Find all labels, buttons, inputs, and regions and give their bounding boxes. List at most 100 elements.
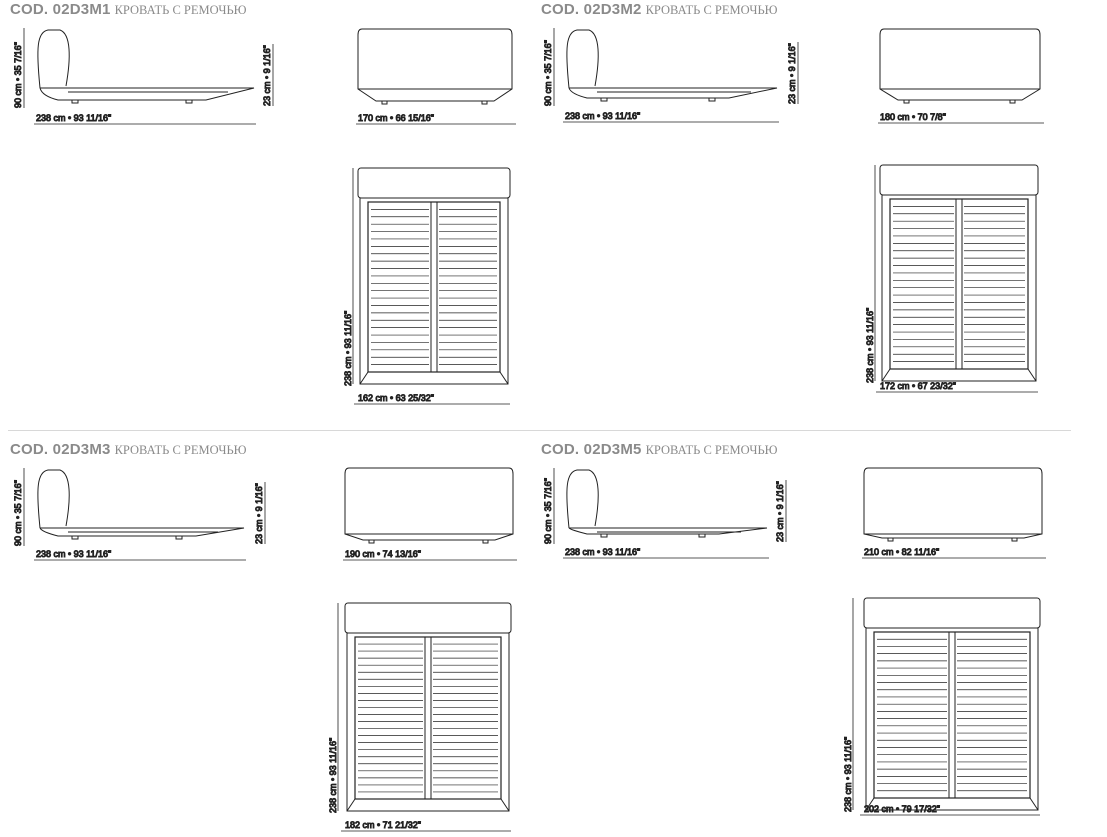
frame-top-outline — [359, 197, 509, 385]
bed-model-drawing: 238 cm • 93 11/16" 90 cm • 35 7/16" 23 cm … — [13, 28, 516, 405]
bed-leg — [175, 535, 183, 540]
slat-frame — [889, 198, 1029, 370]
frame-bevel-line — [881, 368, 891, 382]
bed-leg — [887, 537, 894, 542]
model-code: COD. 02D3M1 — [10, 1, 111, 18]
front-width-label: 190 cm • 74 13/16" — [345, 549, 421, 559]
front-view: 190 cm • 74 13/16" — [343, 467, 517, 561]
frame-height-label: 23 cm • 9 1/16" — [262, 45, 272, 106]
frame-bevel-line — [1027, 368, 1037, 382]
bed-model-drawing: 238 cm • 93 11/16" 90 cm • 35 7/16" 23 cm … — [543, 28, 1044, 393]
headboard-outline — [566, 29, 599, 89]
front-width-label: 170 cm • 66 15/16" — [358, 113, 434, 123]
frame-height-label: 23 cm • 9 1/16" — [254, 483, 264, 544]
side-length-label: 238 cm • 93 11/16" — [36, 113, 111, 123]
headboard-top-outline — [344, 602, 512, 634]
front-view: 180 cm • 70 7/8" — [878, 28, 1044, 124]
headboard-outline — [566, 469, 599, 529]
top-view: 162 cm • 63 25/32" 238 cm • 93 11/16" — [343, 167, 511, 405]
model-description: КРОВАТЬ С РЕМОЧЬЮ — [645, 3, 778, 17]
top-length-label: 238 cm • 93 11/16" — [328, 738, 338, 813]
frame-bevel-line — [1029, 797, 1039, 811]
front-width-label: 210 cm • 82 11/16" — [864, 547, 939, 557]
headboard-top-outline — [863, 597, 1041, 629]
bed-leg — [481, 100, 488, 105]
bed-leg — [903, 99, 910, 104]
side-view: 238 cm • 93 11/16" 90 cm • 35 7/16" 23 cm … — [543, 28, 799, 123]
side-view: 238 cm • 93 11/16" 90 cm • 35 7/16" 23 cm … — [13, 28, 274, 125]
top-width-label: 172 cm • 67 23/32" — [880, 381, 956, 391]
bed-leg — [600, 533, 608, 538]
top-length-label: 238 cm • 93 11/16" — [843, 737, 853, 812]
side-length-label: 238 cm • 93 11/16" — [565, 547, 640, 557]
bed-leg — [482, 539, 489, 544]
frame-bevel-line — [359, 371, 369, 385]
side-height-label: 90 cm • 35 7/16" — [543, 478, 553, 544]
bed-leg — [368, 539, 375, 544]
model-code: COD. 02D3M5 — [541, 441, 642, 458]
top-width-label: 182 cm • 71 21/32" — [345, 820, 421, 830]
model-description: КРОВАТЬ С РЕМОЧЬЮ — [645, 443, 778, 457]
bed-leg — [600, 97, 608, 102]
top-width-label: 202 cm • 79 17/32" — [864, 804, 940, 814]
frame-height-label: 23 cm • 9 1/16" — [775, 481, 785, 542]
frame-bevel-line — [499, 371, 509, 385]
side-height-label: 90 cm • 35 7/16" — [543, 40, 553, 106]
frame-height-label: 23 cm • 9 1/16" — [787, 43, 797, 104]
headboard-front-outline — [863, 467, 1043, 539]
top-view: 202 cm • 79 17/32" 238 cm • 93 11/16" — [843, 597, 1041, 816]
side-length-label: 238 cm • 93 11/16" — [36, 549, 111, 559]
headboard-top-outline — [357, 167, 511, 199]
headboard-outline — [37, 29, 70, 89]
bed-leg — [381, 100, 388, 105]
side-view: 238 cm • 93 11/16" 90 cm • 35 7/16" 23 cm … — [543, 468, 787, 559]
side-height-label: 90 cm • 35 7/16" — [13, 42, 23, 108]
bed-leg — [71, 535, 79, 540]
frame-top-outline — [346, 632, 510, 812]
bed-leg — [185, 99, 193, 104]
frame-bevel-line — [500, 798, 510, 812]
model-code: COD. 02D3M3 — [10, 441, 111, 458]
headboard-top-outline — [879, 164, 1039, 196]
headboard-front-outline — [357, 28, 513, 102]
top-view: 172 cm • 67 23/32" 238 cm • 93 11/16" — [865, 164, 1039, 393]
frame-bevel-line — [346, 798, 356, 812]
headboard-front-outline — [879, 28, 1041, 101]
bed-leg — [1009, 99, 1016, 104]
bed-model-drawing: 238 cm • 93 11/16" 90 cm • 35 7/16" 23 cm … — [543, 467, 1046, 816]
top-length-label: 238 cm • 93 11/16" — [865, 308, 875, 383]
model-code: COD. 02D3M2 — [541, 1, 642, 18]
slat-frame — [367, 201, 501, 373]
model-description: КРОВАТЬ С РЕМОЧЬЮ — [114, 3, 247, 17]
bed-model-drawing: 238 cm • 93 11/16" 90 cm • 35 7/16" 23 cm … — [13, 467, 517, 832]
bed-frame-outline — [568, 87, 778, 99]
frame-bevel-line — [865, 797, 875, 811]
frame-top-outline — [865, 627, 1039, 811]
bed-leg — [698, 533, 706, 538]
headboard-outline — [37, 469, 70, 529]
slat-frame — [873, 631, 1031, 799]
frame-top-outline — [881, 194, 1037, 382]
front-view: 170 cm • 66 15/16" — [356, 28, 516, 125]
front-width-label: 180 cm • 70 7/8" — [880, 112, 946, 122]
bed-leg — [71, 99, 79, 104]
side-height-label: 90 cm • 35 7/16" — [13, 480, 23, 546]
section-divider — [8, 430, 1071, 431]
side-view: 238 cm • 93 11/16" 90 cm • 35 7/16" 23 cm … — [13, 468, 266, 561]
bed-frame-outline — [39, 87, 255, 101]
model-description: КРОВАТЬ С РЕМОЧЬЮ — [114, 443, 247, 457]
top-length-label: 238 cm • 93 11/16" — [343, 311, 353, 386]
side-length-label: 238 cm • 93 11/16" — [565, 111, 640, 121]
front-view: 210 cm • 82 11/16" — [862, 467, 1046, 559]
bed-leg — [1011, 537, 1018, 542]
bed-leg — [708, 97, 716, 102]
bed-frame-outline — [39, 527, 245, 537]
headboard-front-outline — [344, 467, 514, 541]
top-width-label: 162 cm • 63 25/32" — [358, 393, 434, 403]
